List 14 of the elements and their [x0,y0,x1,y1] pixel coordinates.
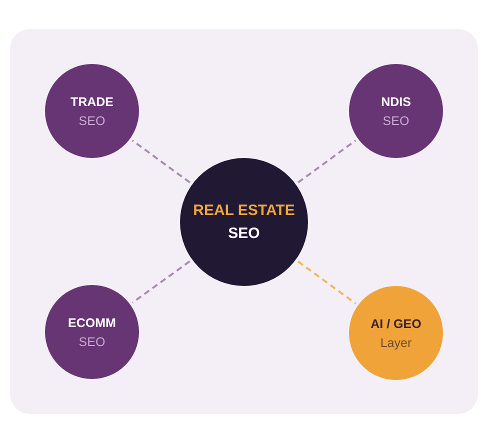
topic-subtitle: Layer [380,334,412,350]
dashed-connector [132,260,190,304]
topic-subtitle: SEO [78,112,106,128]
topic-title: REAL ESTATE [193,201,295,220]
topic-subtitle: SEO [78,334,106,350]
topic-title: TRADE [70,94,114,110]
topic-title: ECOMM [68,314,116,330]
dashed-connector [132,140,190,184]
topic-subtitle: SEO [382,112,410,128]
topic-subtitle: SEO [228,224,260,243]
topic-title: AI / GEO [370,316,422,332]
dashed-connector [298,140,356,184]
topic-title: NDIS [381,94,411,110]
dashed-connector [298,260,356,304]
